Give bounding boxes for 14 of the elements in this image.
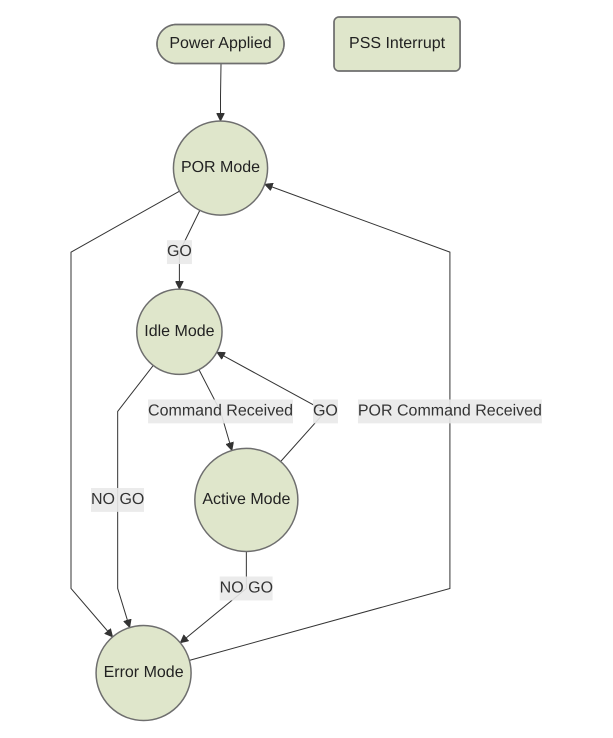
node-circle: POR Mode	[172, 120, 268, 216]
arrow	[117, 365, 154, 628]
arrow	[216, 64, 225, 122]
node-circle: Error Mode	[95, 624, 192, 722]
edge-label: POR Command Received	[358, 402, 542, 420]
edge-label: GO	[166, 243, 192, 260]
arrow	[70, 190, 180, 638]
node-circle: Active Mode	[194, 448, 299, 552]
edge-label: NO GO	[220, 580, 274, 597]
node-circle: Idle Mode	[136, 288, 223, 376]
edge-label: GO	[313, 402, 338, 420]
edge-label: NO GO	[91, 491, 144, 508]
edge-label: Command Received	[148, 402, 293, 420]
arrow	[188, 183, 450, 662]
